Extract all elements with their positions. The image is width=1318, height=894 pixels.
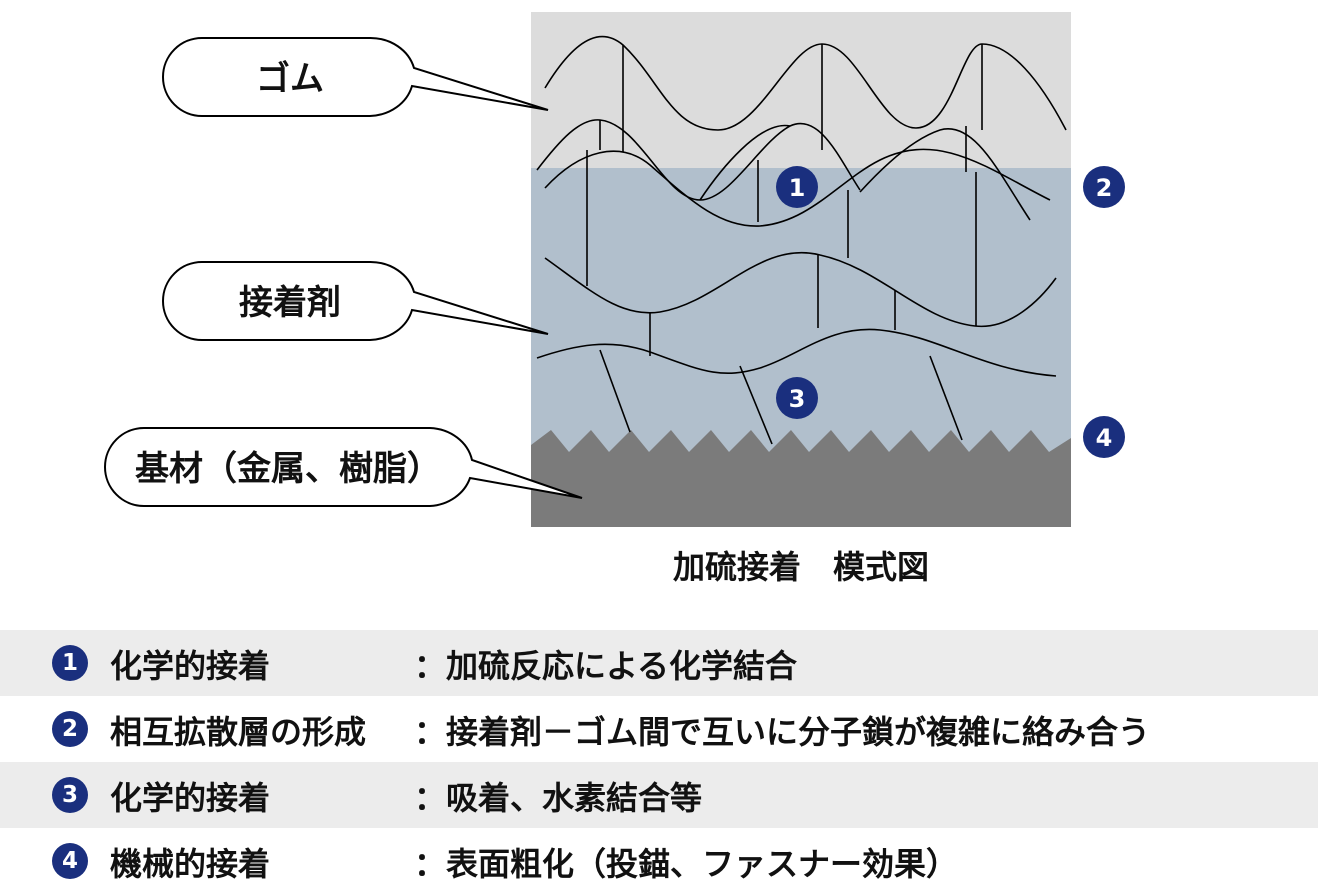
- rubber-molecular-chains: [536, 35, 1067, 227]
- legend-term: 機械的接着: [110, 845, 271, 883]
- legend-description: ：加硫反応による化学結合: [414, 647, 798, 685]
- adhesive-molecular-chains: [536, 150, 1057, 445]
- callout-rubber: ゴム: [162, 36, 549, 117]
- legend-row: 4 機械的接着 ：表面粗化（投錨、ファスナー効果）: [0, 828, 1318, 894]
- callout-adhesive: 接着剤: [162, 260, 549, 341]
- legend-number-badge: 4: [52, 843, 88, 879]
- marker-4: 4: [1083, 416, 1125, 458]
- marker-1: 1: [776, 166, 818, 208]
- legend-number-badge: 1: [52, 645, 88, 681]
- callout-substrate: 基材（金属、樹脂）: [104, 427, 583, 507]
- substrate-layer: [531, 430, 1071, 527]
- legend-row: 1 化学的接着 ：加硫反応による化学結合: [0, 630, 1318, 696]
- callout-substrate-label: 基材（金属、樹脂）: [135, 449, 441, 489]
- marker-2: 2: [1083, 166, 1125, 208]
- legend-number-badge: 2: [52, 711, 88, 747]
- callout-rubber-label: ゴム: [256, 59, 324, 99]
- legend-description: ：表面粗化（投錨、ファスナー効果）: [414, 845, 959, 883]
- diagram-caption: 加硫接着 模式図: [673, 548, 929, 586]
- vulcanization-bonding-diagram: ゴム 接着剤 基材（金属、樹脂） 1 2 3 4 加硫接着 模式図: [104, 12, 1125, 586]
- legend-number-badge: 3: [52, 777, 88, 813]
- svg-text:3: 3: [789, 385, 806, 413]
- svg-text:1: 1: [789, 174, 806, 202]
- rubber-layer: [531, 12, 1071, 168]
- legend-row: 2 相互拡散層の形成 ：接着剤－ゴム間で互いに分子鎖が複雑に絡み合う: [0, 696, 1318, 762]
- callout-adhesive-label: 接着剤: [239, 283, 341, 323]
- svg-text:4: 4: [1096, 424, 1113, 452]
- marker-3: 3: [776, 377, 818, 419]
- svg-text:2: 2: [1096, 174, 1113, 202]
- legend-term: 化学的接着: [110, 779, 271, 817]
- legend-description: ：接着剤－ゴム間で互いに分子鎖が複雑に絡み合う: [414, 713, 1151, 751]
- legend-term: 相互拡散層の形成: [110, 713, 367, 751]
- legend-term: 化学的接着: [110, 647, 271, 685]
- legend-description: ：吸着、水素結合等: [414, 779, 703, 817]
- legend-row: 3 化学的接着 ：吸着、水素結合等: [0, 762, 1318, 828]
